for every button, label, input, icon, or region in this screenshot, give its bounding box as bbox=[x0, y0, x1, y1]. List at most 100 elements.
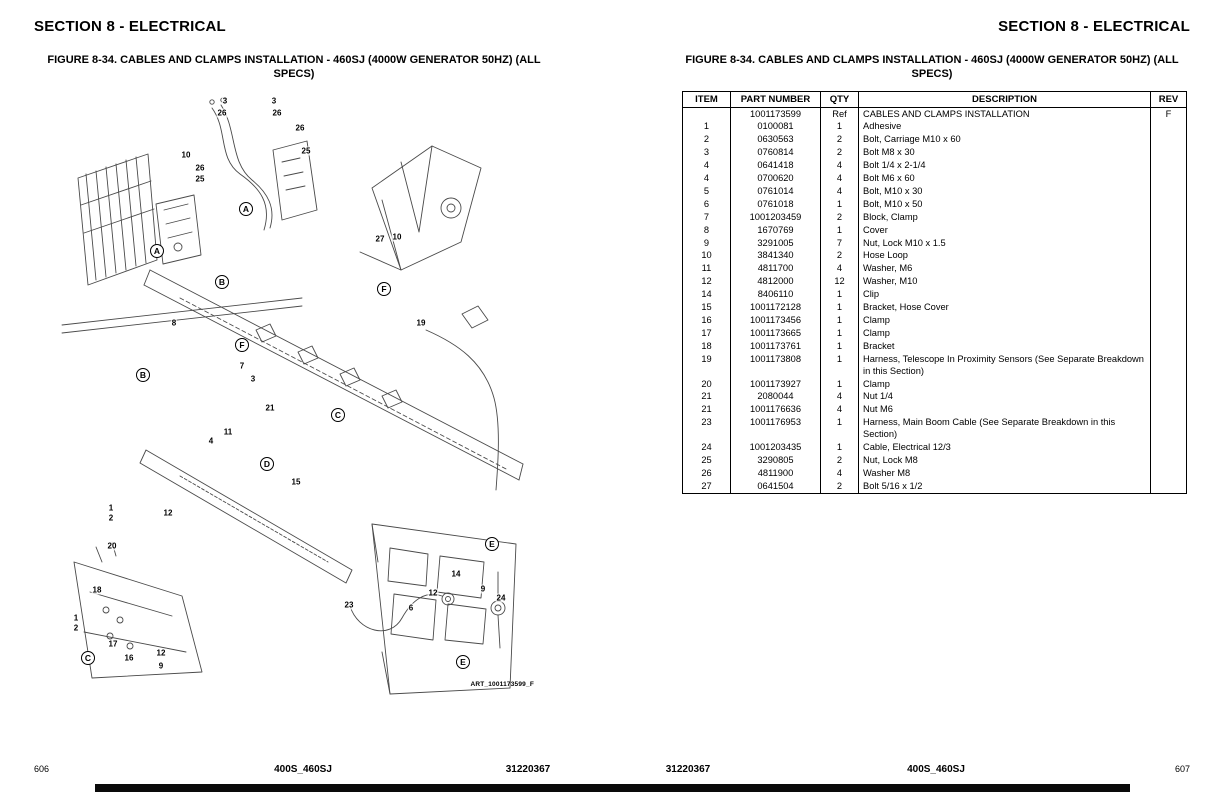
callout-number-8: 8 bbox=[170, 318, 178, 328]
figure-title-left: FIGURE 8-34. CABLES AND CLAMPS INSTALLAT… bbox=[47, 54, 541, 81]
callout-number-25: 25 bbox=[300, 146, 312, 156]
cell-rev bbox=[1150, 416, 1187, 442]
cell-rev bbox=[1150, 211, 1187, 225]
cell-rev bbox=[1150, 237, 1187, 250]
cell-part-number: 0761018 bbox=[730, 198, 821, 212]
callout-number-1: 1 bbox=[72, 613, 80, 623]
cell-rev: F bbox=[1150, 107, 1187, 121]
callout-number-12: 12 bbox=[427, 588, 439, 598]
callout-number-12: 12 bbox=[155, 648, 167, 658]
callout-number-19: 19 bbox=[415, 318, 427, 328]
callout-number-23: 23 bbox=[343, 600, 355, 610]
cell-qty: 2 bbox=[820, 480, 859, 494]
cell-qty: 4 bbox=[820, 159, 859, 173]
cell-qty: 1 bbox=[820, 340, 859, 354]
cell-rev bbox=[1150, 390, 1187, 404]
section-header-right: SECTION 8 - ELECTRICAL bbox=[998, 18, 1190, 35]
cell-item bbox=[682, 107, 731, 121]
footer-doc-number-left: 31220367 bbox=[505, 764, 551, 775]
cell-qty: 4 bbox=[820, 403, 859, 417]
callout-number-15: 15 bbox=[290, 477, 302, 487]
callout-letter-C: C bbox=[81, 651, 95, 665]
cell-item: 12 bbox=[682, 275, 731, 289]
column-header-rev: REV bbox=[1150, 91, 1187, 108]
cell-description: Bracket, Hose Cover bbox=[858, 301, 1151, 315]
cell-rev bbox=[1150, 353, 1187, 379]
cell-item: 26 bbox=[682, 467, 731, 481]
cell-qty: 2 bbox=[820, 454, 859, 468]
cell-item: 2 bbox=[682, 133, 731, 147]
cell-rev bbox=[1150, 172, 1187, 186]
cell-part-number: 1001173456 bbox=[730, 314, 821, 328]
cell-qty: 7 bbox=[820, 237, 859, 250]
cell-qty: 1 bbox=[820, 416, 859, 442]
cell-description: Bracket bbox=[858, 340, 1151, 354]
cell-part-number: 1001173808 bbox=[730, 353, 821, 379]
cell-qty: 1 bbox=[820, 441, 859, 455]
callout-letter-F: F bbox=[377, 282, 391, 296]
cell-description: Clamp bbox=[858, 314, 1151, 328]
cell-part-number: 1001203435 bbox=[730, 441, 821, 455]
cell-item: 5 bbox=[682, 185, 731, 199]
cell-rev bbox=[1150, 301, 1187, 315]
cell-part-number: 2080044 bbox=[730, 390, 821, 404]
callout-number-6: 6 bbox=[407, 603, 415, 613]
callout-number-9: 9 bbox=[479, 584, 487, 594]
cell-description: Nut, Lock M10 x 1.5 bbox=[858, 237, 1151, 250]
cell-qty: 1 bbox=[820, 198, 859, 212]
callout-number-27: 27 bbox=[374, 234, 386, 244]
cell-item: 7 bbox=[682, 211, 731, 225]
cell-rev bbox=[1150, 441, 1187, 455]
cell-item: 23 bbox=[682, 416, 731, 442]
callout-number-12: 12 bbox=[162, 508, 174, 518]
cell-description: Bolt M6 x 60 bbox=[858, 172, 1151, 186]
cell-part-number: 1001173761 bbox=[730, 340, 821, 354]
cell-description: Washer, M6 bbox=[858, 262, 1151, 276]
cell-item: 21 bbox=[682, 403, 731, 417]
cell-item: 21 bbox=[682, 390, 731, 404]
cell-rev bbox=[1150, 185, 1187, 199]
page-number-right: 607 bbox=[1174, 764, 1190, 774]
cell-rev bbox=[1150, 224, 1187, 238]
cell-description: Bolt, Carriage M10 x 60 bbox=[858, 133, 1151, 147]
cell-qty: 2 bbox=[820, 146, 859, 160]
cell-part-number: 1001173599 bbox=[730, 107, 821, 121]
cell-item: 20 bbox=[682, 378, 731, 391]
cell-qty: 2 bbox=[820, 133, 859, 147]
callout-number-20: 20 bbox=[106, 541, 118, 551]
figure-title-right: FIGURE 8-34. CABLES AND CLAMPS INSTALLAT… bbox=[685, 54, 1179, 81]
page-number-left: 606 bbox=[34, 764, 50, 774]
cell-item: 17 bbox=[682, 327, 731, 341]
column-header-item: ITEM bbox=[682, 91, 731, 108]
cell-item: 9 bbox=[682, 237, 731, 250]
cell-description: Cover bbox=[858, 224, 1151, 238]
table-header-row: ITEM PART NUMBER QTY DESCRIPTION REV bbox=[682, 91, 1187, 108]
cell-item: 10 bbox=[682, 249, 731, 263]
cell-part-number: 0641418 bbox=[730, 159, 821, 173]
cell-rev bbox=[1150, 120, 1187, 134]
cell-description: Clamp bbox=[858, 378, 1151, 391]
cell-part-number: 1001173665 bbox=[730, 327, 821, 341]
cell-part-number: 0700620 bbox=[730, 172, 821, 186]
cell-part-number: 0761014 bbox=[730, 185, 821, 199]
cell-description: Nut, Lock M8 bbox=[858, 454, 1151, 468]
callout-letter-B: B bbox=[215, 275, 229, 289]
cell-item: 4 bbox=[682, 159, 731, 173]
cell-rev bbox=[1150, 378, 1187, 391]
cell-qty: 1 bbox=[820, 314, 859, 328]
cell-part-number: 0760814 bbox=[730, 146, 821, 160]
callout-number-25: 25 bbox=[194, 174, 206, 184]
callout-number-7: 7 bbox=[238, 361, 246, 371]
cell-item: 16 bbox=[682, 314, 731, 328]
